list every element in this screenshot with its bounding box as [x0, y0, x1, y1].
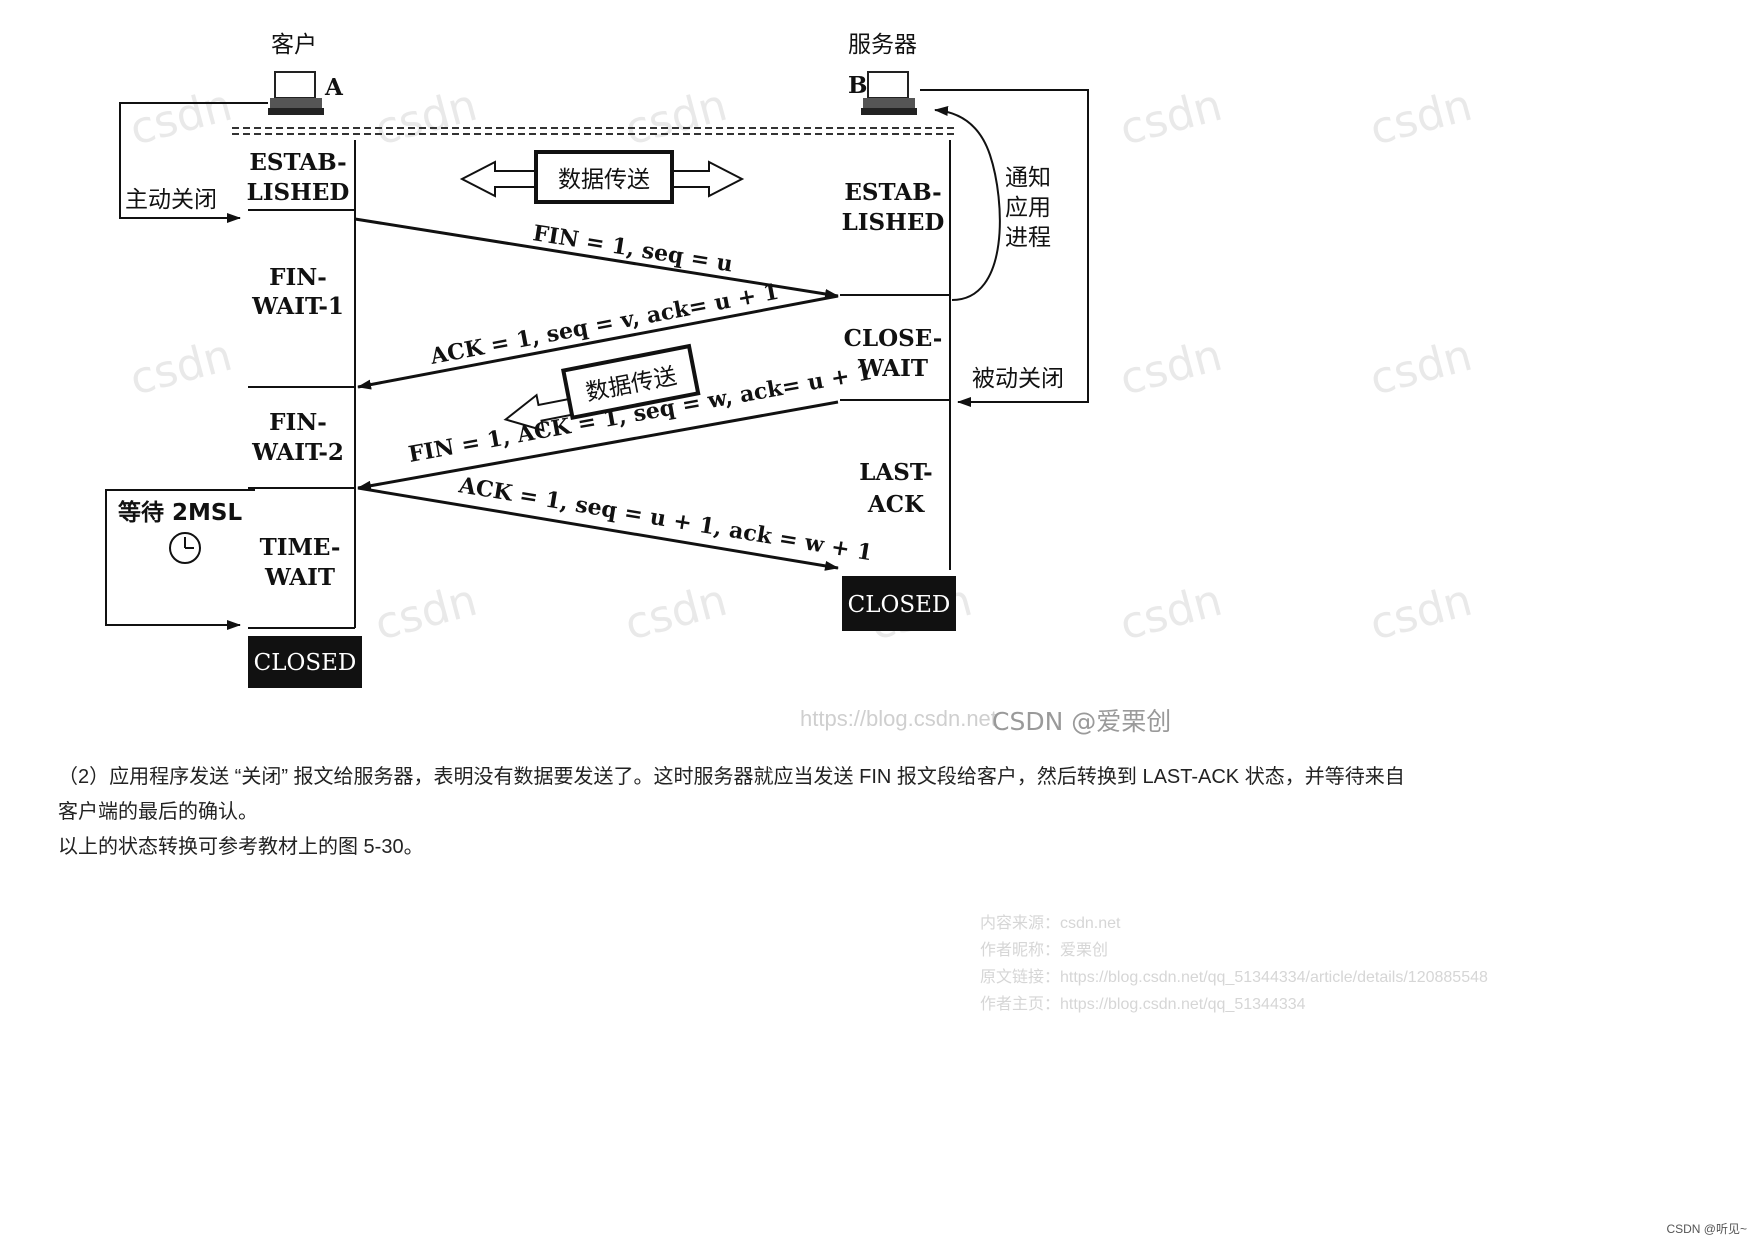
server-label: 服务器 [848, 32, 917, 58]
clock-icon [170, 533, 200, 563]
meta-source: 内容来源：csdn.net [980, 910, 1488, 937]
svg-text:数据传送: 数据传送 [558, 167, 650, 193]
svg-text:csdn: csdn [1115, 330, 1228, 406]
image-watermark-brand: CSDN @爱栗创 [992, 707, 1171, 736]
client-computer-icon [268, 72, 324, 115]
meta-author: 作者昵称：爱栗创 [980, 937, 1488, 964]
tcp-connection-release-diagram: csdn csdn csdn csdn csdn csdn csdn csdn … [0, 0, 1755, 760]
ack1-label: ACK = 1, seq = v, ack= u + 1 [427, 279, 781, 370]
svg-text:csdn: csdn [370, 575, 483, 651]
state-time-wait: WAIT [264, 564, 335, 591]
svg-text:主动关闭: 主动关闭 [125, 187, 217, 213]
svg-text:csdn: csdn [1365, 575, 1478, 651]
image-watermark-url: https://blog.csdn.net [800, 706, 997, 731]
svg-text:csdn: csdn [125, 330, 238, 406]
notify-app-arrow: 通知 应用 进程 [935, 110, 1051, 300]
corner-watermark: CSDN @听见~ [1666, 1220, 1747, 1237]
paragraph: 以上的状态转换可参考教材上的图 5-30。 [58, 830, 1558, 865]
meta-link: 原文链接：https://blog.csdn.net/qq_51344334/a… [980, 964, 1488, 991]
meta-home: 作者主页：https://blog.csdn.net/qq_51344334 [980, 991, 1488, 1018]
svg-text:csdn: csdn [125, 80, 238, 156]
server-computer-icon [861, 72, 917, 115]
state-fin-wait-2: FIN- [269, 409, 327, 436]
svg-text:等待 2MSL: 等待 2MSL [118, 499, 242, 526]
server-closed-badge: CLOSED [842, 576, 956, 631]
svg-text:被动关闭: 被动关闭 [972, 366, 1064, 392]
state-established-server: LISHED [842, 209, 945, 236]
svg-text:csdn: csdn [620, 575, 733, 651]
fin1-label: FIN = 1, seq = u [531, 220, 735, 277]
svg-text:CLOSED: CLOSED [254, 650, 357, 676]
state-close-wait: CLOSE- [844, 325, 943, 352]
svg-text:csdn: csdn [620, 80, 733, 156]
server-host-letter: B [848, 72, 867, 99]
svg-text:CLOSED: CLOSED [848, 592, 951, 618]
state-time-wait: TIME- [260, 534, 341, 561]
state-established-client: LISHED [247, 179, 350, 206]
article-text: （2）应用程序发送 “关闭” 报文给服务器，表明没有数据要发送了。这时服务器就应… [58, 760, 1558, 865]
state-established-client: ESTAB- [249, 149, 346, 176]
state-established-server: ESTAB- [844, 179, 941, 206]
svg-text:进程: 进程 [1005, 225, 1051, 251]
data-transfer-double-arrow: 数据传送 [462, 152, 742, 202]
client-closed-badge: CLOSED [248, 636, 362, 688]
state-last-ack: LAST- [859, 459, 932, 486]
svg-text:应用: 应用 [1005, 195, 1051, 221]
svg-text:通知: 通知 [1005, 165, 1051, 191]
passive-close-bracket: 被动关闭 [920, 90, 1088, 402]
svg-text:csdn: csdn [1365, 330, 1478, 406]
state-fin-wait-2: WAIT-2 [251, 439, 344, 466]
ack2-label: ACK = 1, seq = u + 1, ack = w + 1 [456, 472, 874, 566]
svg-text:csdn: csdn [1365, 80, 1478, 156]
paragraph: （2）应用程序发送 “关闭” 报文给服务器，表明没有数据要发送了。这时服务器就应… [58, 760, 1558, 830]
svg-text:csdn: csdn [370, 80, 483, 156]
client-label: 客户 [271, 32, 317, 58]
state-fin-wait-1: FIN- [269, 264, 327, 291]
state-last-ack: ACK [867, 491, 925, 518]
state-fin-wait-1: WAIT-1 [251, 293, 344, 320]
source-metadata: 内容来源：csdn.net 作者昵称：爱栗创 原文链接：https://blog… [980, 910, 1488, 1018]
svg-text:csdn: csdn [1115, 575, 1228, 651]
svg-text:csdn: csdn [1115, 80, 1228, 156]
client-host-letter: A [324, 74, 344, 101]
